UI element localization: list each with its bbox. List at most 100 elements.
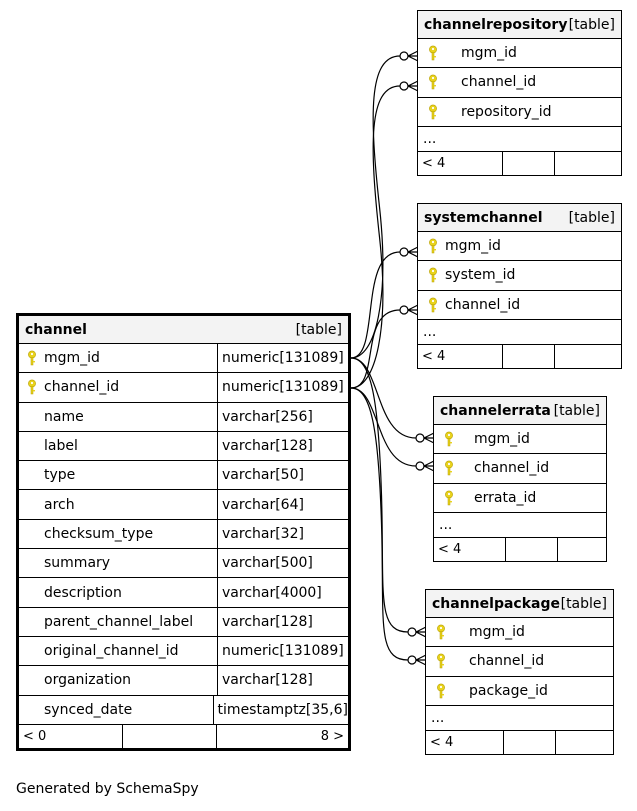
- parents-count: < 0: [19, 724, 123, 748]
- table-footer: < 4: [426, 730, 613, 754]
- link-channelpackage-channel_id: [350, 387, 409, 661]
- table-header: channel[table]: [19, 316, 348, 344]
- table-header: channelerrata[table]: [434, 397, 606, 425]
- table-header: channelpackage[table]: [426, 590, 613, 618]
- link-systemchannel-mgm_id-end: [399, 247, 409, 257]
- primary-key-icon: [437, 683, 445, 698]
- column-row: mgm_id: [418, 232, 621, 262]
- column-name: mgm_id: [418, 232, 501, 260]
- column-row: repository_id: [418, 98, 621, 127]
- column-name: type: [19, 461, 217, 489]
- column-row: arch varchar[64]: [19, 490, 348, 520]
- parents-count: < 4: [418, 344, 503, 368]
- column-type: varchar[128]: [217, 607, 348, 636]
- link-channelrepository-mgm_id: [350, 55, 401, 359]
- column-name: errata_id: [434, 484, 536, 512]
- primary-key-icon: [437, 624, 445, 640]
- column-name-text: description: [44, 584, 122, 601]
- column-name: organization: [19, 666, 217, 694]
- column-row: mgm_id: [434, 425, 606, 455]
- more-columns: ...: [426, 706, 613, 731]
- primary-key-icon: [429, 297, 437, 312]
- link-channelerrata-mgm_id-end: [415, 433, 425, 443]
- footer-spacer: [503, 151, 555, 175]
- primary-key-icon: [445, 431, 453, 447]
- primary-key-icon: [429, 45, 437, 61]
- column-row: errata_id: [434, 484, 606, 513]
- link-systemchannel-mgm_id: [350, 251, 401, 359]
- column-row: mgm_id: [426, 618, 613, 648]
- column-name-text: organization: [44, 672, 132, 689]
- column-name-text: name: [44, 408, 84, 425]
- primary-key-icon: [429, 267, 437, 283]
- column-type: varchar[128]: [217, 431, 348, 461]
- column-name-text: summary: [44, 555, 111, 572]
- link-channelrepository-channel_id-crowsfoot: [407, 80, 419, 92]
- primary-key-icon: [437, 653, 445, 669]
- footer-spacer: [506, 537, 558, 561]
- primary-key-icon: [28, 379, 36, 395]
- link-systemchannel-mgm_id-crowsfoot: [407, 246, 419, 258]
- table-name: channel: [25, 321, 87, 338]
- column-type: varchar[50]: [217, 461, 348, 490]
- column-name-text: errata_id: [474, 489, 537, 506]
- link-channelpackage-mgm_id: [350, 357, 409, 633]
- table-footer: < 4: [418, 344, 621, 368]
- column-name-text: arch: [44, 496, 75, 513]
- column-name: original_channel_id: [19, 637, 217, 665]
- primary-key-icon: [445, 460, 453, 476]
- column-name-text: original_channel_id: [44, 643, 179, 660]
- table-name: channelerrata: [440, 402, 551, 419]
- primary-key-icon: [429, 238, 437, 254]
- table-footer: < 4: [418, 151, 621, 175]
- column-name-text: channel_id: [44, 379, 120, 396]
- column-type: numeric[131089]: [217, 373, 348, 402]
- column-name: mgm_id: [418, 39, 517, 67]
- link-channelerrata-channel_id: [350, 387, 417, 467]
- link-systemchannel-channel_id-end: [399, 305, 409, 315]
- column-name: summary: [19, 549, 217, 577]
- column-type: numeric[131089]: [217, 344, 348, 373]
- column-type: timestamptz[35,6]: [212, 695, 348, 724]
- link-systemchannel-channel_id: [350, 309, 401, 389]
- column-name: name: [19, 403, 217, 431]
- column-name-text: mgm_id: [474, 431, 530, 448]
- column-type: varchar[64]: [217, 490, 348, 519]
- column-row: type varchar[50]: [19, 461, 348, 491]
- column-name-text: mgm_id: [44, 350, 100, 367]
- link-systemchannel-channel_id-crowsfoot: [407, 304, 419, 316]
- column-name: channel_id: [434, 454, 549, 482]
- column-type: varchar[32]: [217, 519, 348, 549]
- column-row: system_id: [418, 261, 621, 291]
- more-columns: ...: [418, 127, 621, 152]
- column-type: varchar[128]: [217, 666, 348, 695]
- column-name-text: type: [44, 467, 76, 484]
- column-name: channel_id: [426, 647, 544, 675]
- column-name-text: mgm_id: [461, 45, 517, 62]
- column-row: channel_id numeric[131089]: [19, 373, 348, 403]
- link-channelerrata-mgm_id: [350, 357, 417, 439]
- table-footer: < 4: [434, 537, 606, 561]
- table-type: [table]: [560, 595, 607, 612]
- parents-count: < 4: [426, 730, 504, 754]
- parents-count: < 4: [418, 151, 503, 175]
- more-columns: ...: [418, 320, 621, 345]
- column-type: varchar[256]: [217, 402, 348, 431]
- column-name-text: mgm_id: [469, 624, 525, 641]
- column-name-text: label: [44, 438, 78, 455]
- column-name-text: channel_id: [474, 460, 550, 477]
- table-name: systemchannel: [424, 209, 543, 226]
- table-type: [table]: [553, 402, 600, 419]
